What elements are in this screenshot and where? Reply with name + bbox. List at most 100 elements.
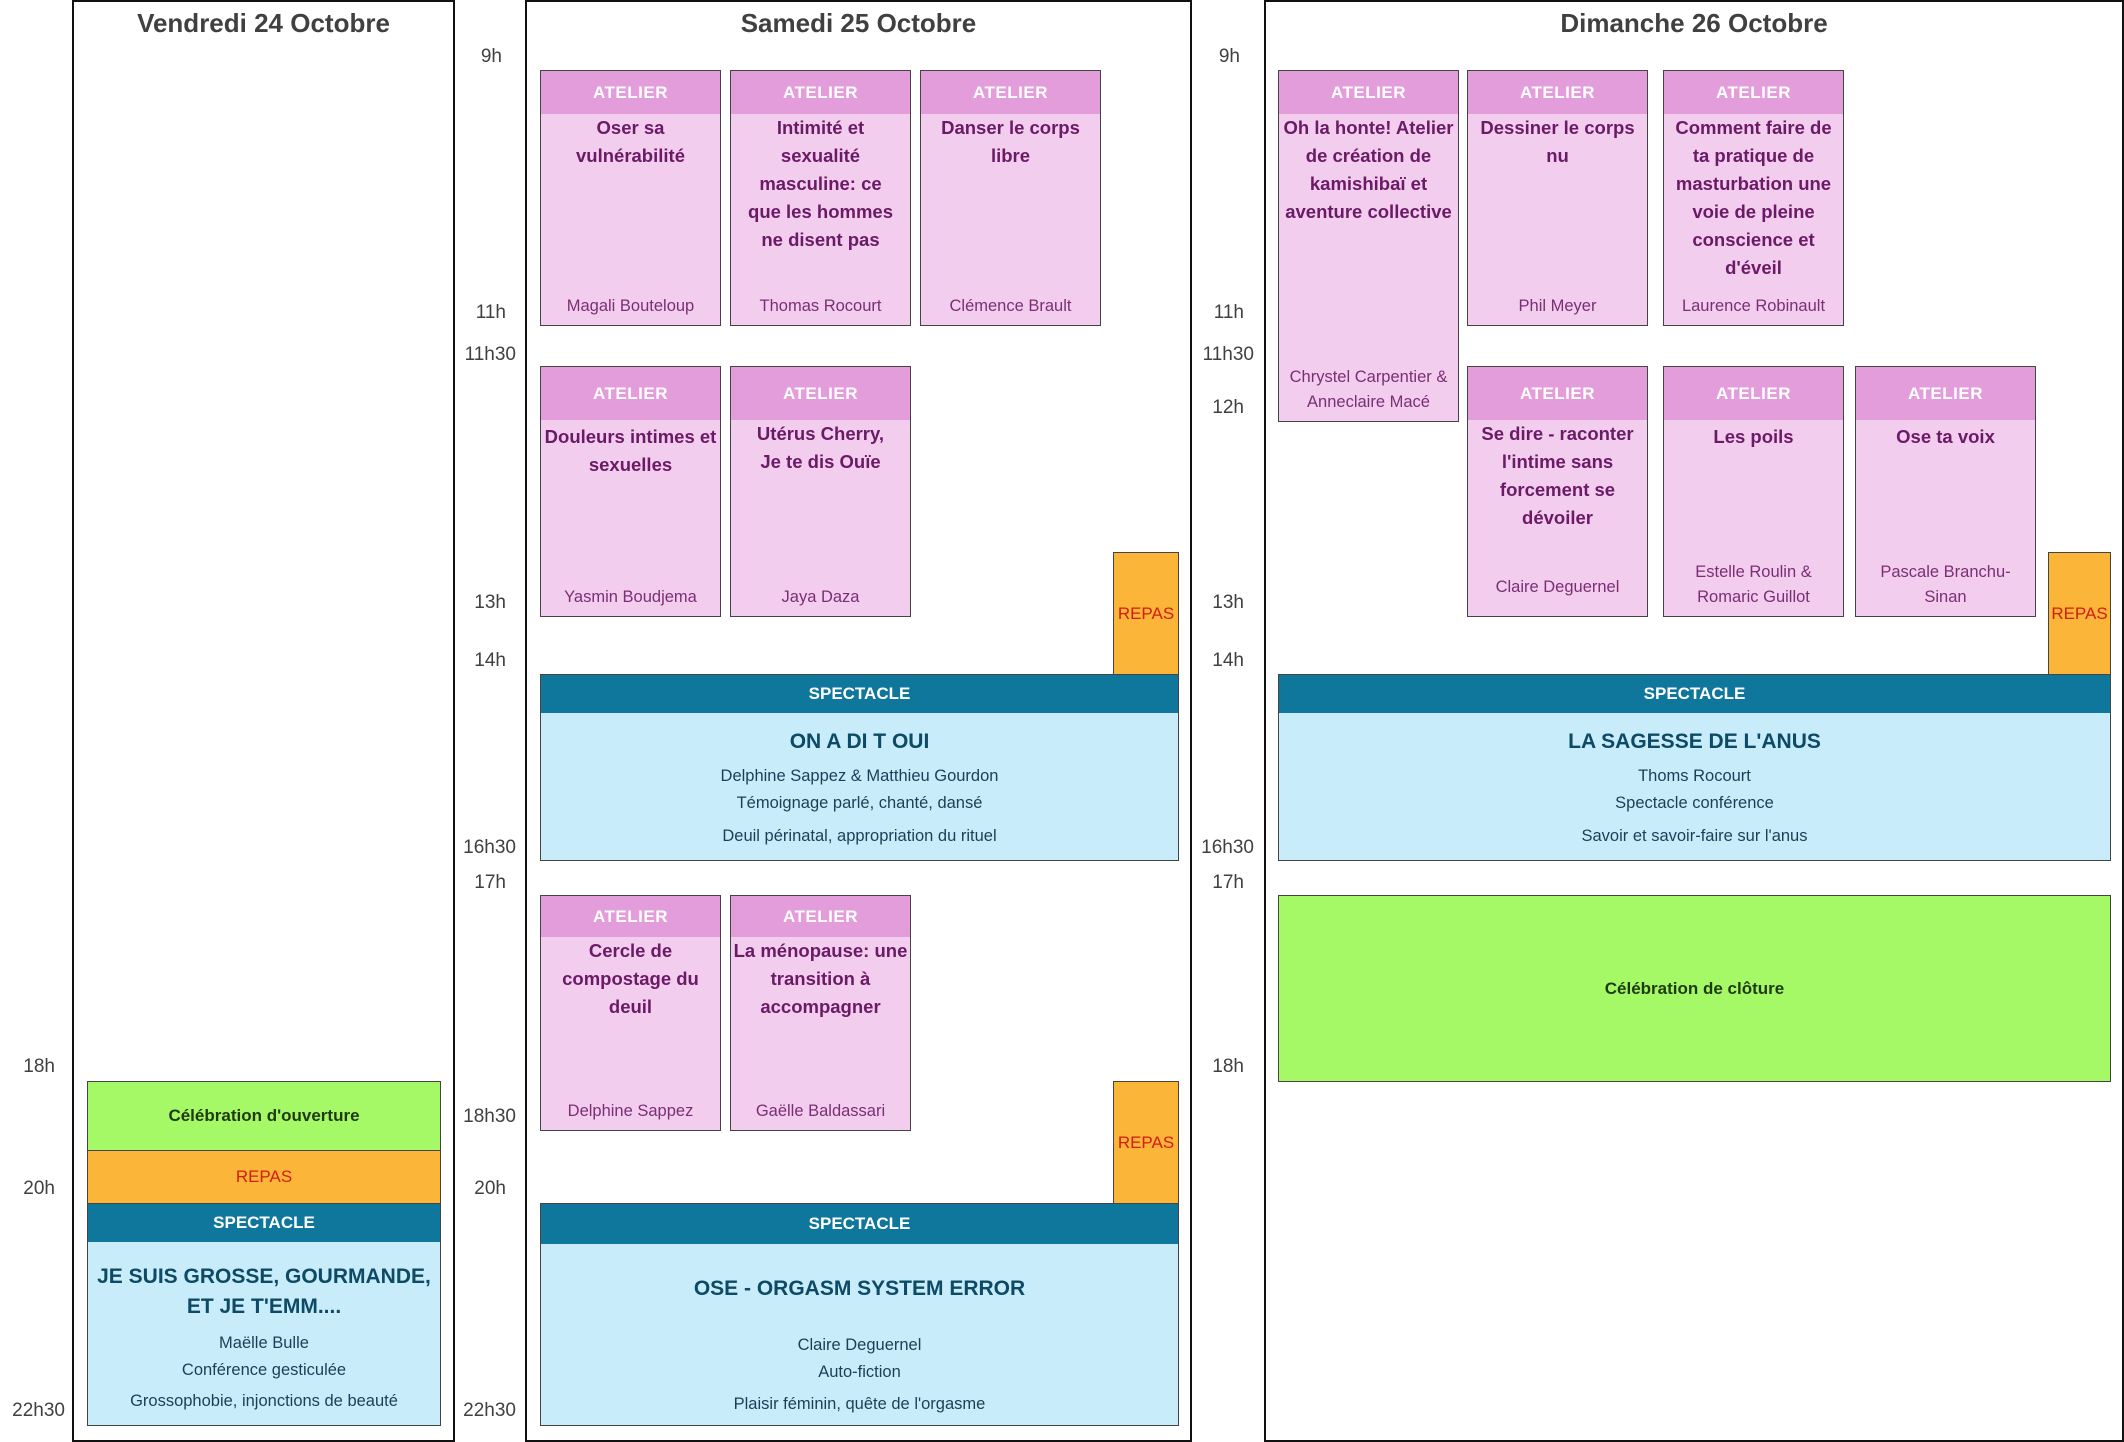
- atelier-header: ATELIER: [1664, 71, 1843, 114]
- time-label: 20h: [474, 1178, 506, 1199]
- atelier-header: ATELIER: [1279, 71, 1458, 114]
- spectacle-line: Deuil périnatal, appropriation du rituel: [722, 827, 997, 845]
- spectacle-samedi-afternoon[interactable]: SPECTACLE ON A DI T OUI Delphine Sappez …: [540, 674, 1179, 861]
- atelier-header: ATELIER: [731, 896, 910, 937]
- atelier-header: ATELIER: [731, 367, 910, 420]
- time-label: 13h: [474, 592, 506, 613]
- atelier-speaker: Clémence Brault: [949, 297, 1072, 315]
- time-label: 20h: [23, 1178, 55, 1199]
- atelier-title: Dessiner le corps nu: [1480, 117, 1635, 166]
- time-label: 16h30: [463, 837, 516, 858]
- spectacle-header: SPECTACLE: [1279, 675, 2110, 713]
- atelier-speaker: Estelle Roulin & Romaric Guillot: [1695, 563, 1812, 606]
- atelier-card[interactable]: ATELIER Danser le corps libre Clémence B…: [920, 70, 1101, 326]
- spectacle-header: SPECTACLE: [88, 1204, 440, 1242]
- repas-block[interactable]: REPAS: [1113, 1081, 1179, 1204]
- repas-block[interactable]: REPAS: [2048, 552, 2111, 675]
- atelier-header: ATELIER: [1468, 367, 1647, 420]
- time-label: 17h: [474, 872, 506, 893]
- spectacle-dimanche-afternoon[interactable]: SPECTACLE LA SAGESSE DE L'ANUS Thoms Roc…: [1278, 674, 2111, 861]
- opening-celebration[interactable]: Célébration d'ouverture: [87, 1081, 441, 1151]
- time-label: 11h: [475, 302, 506, 323]
- time-label: 9h: [480, 46, 502, 67]
- spectacle-line: Conférence gesticulée: [181, 1361, 347, 1379]
- atelier-card[interactable]: ATELIER Dessiner le corps nu Phil Meyer: [1467, 70, 1648, 326]
- spectacle-line: Témoignage parlé, chanté, dansé: [736, 794, 983, 812]
- atelier-header: ATELIER: [1856, 367, 2035, 420]
- atelier-card[interactable]: ATELIER Les poils Estelle Roulin & Romar…: [1663, 366, 1844, 617]
- atelier-title: Oser sa vulnérabilité: [576, 117, 685, 166]
- time-label: 18h: [23, 1056, 55, 1077]
- atelier-speaker: Claire Deguernel: [1495, 578, 1620, 596]
- spectacle-line: Thoms Rocourt: [1638, 767, 1751, 785]
- atelier-title: Comment faire de ta pratique de masturba…: [1675, 117, 1832, 278]
- spectacle-line: Claire Deguernel: [797, 1336, 922, 1354]
- atelier-title: Ose ta voix: [1896, 426, 1995, 447]
- time-label: 22h30: [463, 1400, 516, 1421]
- event-title: Célébration de clôture: [1604, 978, 1785, 998]
- atelier-card[interactable]: ATELIER Ose ta voix Pascale Branchu-Sina…: [1855, 366, 2036, 617]
- spectacle-title: JE SUIS GROSSE, GOURMANDE, ET JE T'EMM..…: [97, 1265, 431, 1318]
- repas-block[interactable]: REPAS: [1113, 552, 1179, 675]
- atelier-header: ATELIER: [1468, 71, 1647, 114]
- time-label: 13h: [1212, 592, 1244, 613]
- time-label: 18h30: [463, 1106, 516, 1127]
- atelier-speaker: Jaya Daza: [781, 588, 860, 606]
- atelier-title: Cercle de compostage du deuil: [562, 940, 699, 1017]
- time-label: 17h: [1212, 872, 1244, 893]
- atelier-card[interactable]: ATELIER Oh la honte! Atelier de création…: [1278, 70, 1459, 422]
- time-label: 16h30: [1201, 837, 1254, 858]
- atelier-speaker: Laurence Robinault: [1681, 297, 1826, 315]
- repas-block[interactable]: REPAS: [87, 1150, 441, 1204]
- time-label: 18h: [1212, 1056, 1244, 1077]
- atelier-title: Danser le corps libre: [941, 117, 1080, 166]
- atelier-card[interactable]: ATELIER Douleurs intimes et sexuelles Ya…: [540, 366, 721, 617]
- repas-label: REPAS: [235, 1167, 293, 1186]
- atelier-title: Douleurs intimes et sexuelles: [544, 426, 717, 475]
- time-label: 11h: [1213, 302, 1244, 323]
- atelier-title: Utérus Cherry, Je te dis Ouïe: [756, 423, 885, 472]
- atelier-title: Oh la honte! Atelier de création de kami…: [1283, 117, 1454, 222]
- atelier-card[interactable]: ATELIER Intimité et sexualité masculine:…: [730, 70, 911, 326]
- spectacle-header: SPECTACLE: [541, 1204, 1178, 1244]
- repas-label: REPAS: [1117, 1132, 1175, 1152]
- spectacle-line: Auto-fiction: [818, 1363, 901, 1381]
- spectacle-vendredi[interactable]: SPECTACLE JE SUIS GROSSE, GOURMANDE, ET …: [87, 1203, 441, 1426]
- atelier-card[interactable]: ATELIER Oser sa vulnérabilité Magali Bou…: [540, 70, 721, 326]
- atelier-card[interactable]: ATELIER Utérus Cherry, Je te dis Ouïe Ja…: [730, 366, 911, 617]
- atelier-header: ATELIER: [541, 896, 720, 937]
- event-title: Célébration d'ouverture: [168, 1106, 360, 1125]
- atelier-speaker: Thomas Rocourt: [759, 297, 882, 315]
- spectacle-line: Grossophobie, injonctions de beauté: [130, 1392, 398, 1410]
- atelier-card[interactable]: ATELIER Se dire - raconter l'intime sans…: [1467, 366, 1648, 617]
- spectacle-title: ON A DI T OUI: [789, 730, 930, 753]
- time-label: 14h: [1212, 650, 1244, 671]
- spectacle-line: Delphine Sappez & Matthieu Gourdon: [720, 767, 999, 785]
- time-label: 22h30: [12, 1400, 65, 1421]
- atelier-title: La ménopause: une transition à accompagn…: [733, 940, 908, 1017]
- spectacle-line: Spectacle conférence: [1615, 794, 1774, 812]
- spectacle-samedi-night[interactable]: SPECTACLE OSE - ORGASM SYSTEM ERROR Clai…: [540, 1203, 1179, 1426]
- atelier-header: ATELIER: [1664, 367, 1843, 420]
- spectacle-line: Plaisir féminin, quête de l'orgasme: [733, 1395, 986, 1413]
- time-label: 9h: [1218, 46, 1240, 67]
- atelier-title: Les poils: [1713, 426, 1794, 447]
- atelier-card[interactable]: ATELIER Comment faire de ta pratique de …: [1663, 70, 1844, 326]
- atelier-speaker: Magali Bouteloup: [566, 297, 695, 315]
- atelier-header: ATELIER: [541, 71, 720, 114]
- day-title: Dimanche 26 Octobre: [1560, 8, 1828, 38]
- time-label: 14h: [474, 650, 506, 671]
- time-label: 12h: [1212, 397, 1244, 418]
- atelier-title: Se dire - raconter l'intime sans forceme…: [1481, 423, 1634, 528]
- atelier-speaker: Yasmin Boudjema: [564, 588, 697, 606]
- spectacle-title: LA SAGESSE DE L'ANUS: [1568, 730, 1821, 753]
- time-label: 11h30: [1202, 344, 1254, 365]
- closing-celebration[interactable]: Célébration de clôture: [1278, 895, 2111, 1082]
- spectacle-header: SPECTACLE: [541, 675, 1178, 713]
- repas-label: REPAS: [1117, 603, 1175, 623]
- atelier-header: ATELIER: [921, 71, 1100, 114]
- atelier-card[interactable]: ATELIER Cercle de compostage du deuil De…: [540, 895, 721, 1131]
- spectacle-title: OSE - ORGASM SYSTEM ERROR: [693, 1277, 1026, 1300]
- atelier-card[interactable]: ATELIER La ménopause: une transition à a…: [730, 895, 911, 1131]
- spectacle-line: Savoir et savoir-faire sur l'anus: [1581, 827, 1808, 845]
